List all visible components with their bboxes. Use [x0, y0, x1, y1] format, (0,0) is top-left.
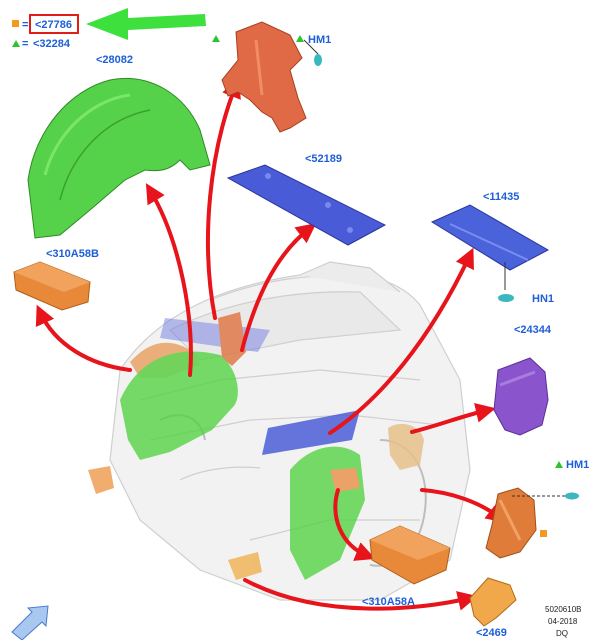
arrow-to-52189: [240, 223, 317, 352]
arrow-to-310A58B: [35, 304, 132, 372]
label-310A58B[interactable]: <310A58B: [46, 248, 99, 260]
legend-highlight-box: [29, 14, 79, 34]
legend-square-ref[interactable]: <27786: [35, 19, 72, 31]
installed-parts: [88, 312, 424, 580]
arrow-to-24344: [410, 402, 496, 434]
arrow-to-red-bracket: [205, 77, 241, 320]
diagram-code: 5020610B: [545, 605, 581, 614]
part-11435-reinforcement[interactable]: [430, 204, 550, 271]
green-pointer-arrow-icon: [86, 8, 206, 40]
label-11435[interactable]: <11435: [483, 191, 519, 203]
green-triangle-icon: [212, 35, 220, 42]
part-310A58B-pad[interactable]: [13, 261, 91, 311]
arrow-to-bracket-right: [420, 488, 507, 523]
label-52189[interactable]: <52189: [305, 153, 342, 165]
part-bracket-red[interactable]: [221, 21, 307, 133]
diagram-date: 04-2018: [548, 617, 578, 626]
diagram-author: DQ: [556, 629, 568, 638]
green-triangle-icon: [12, 40, 20, 47]
arrow-to-11435: [328, 247, 474, 435]
fastener-hm1-top: [303, 39, 322, 66]
label-hm1-top[interactable]: HM1: [308, 34, 331, 46]
green-triangle-icon: [296, 35, 304, 42]
fastener-hn1: [498, 262, 514, 302]
label-hm1-right[interactable]: HM1: [566, 459, 589, 471]
arrow-to-310A58A: [333, 488, 376, 561]
fastener-hm1-right: [512, 492, 579, 500]
part-28082-wheelhouse-liner[interactable]: [27, 78, 211, 239]
green-triangle-icon: [555, 461, 563, 468]
part-2469-bracket[interactable]: [469, 577, 517, 627]
label-2469[interactable]: <2469: [476, 627, 507, 639]
legend: = <27786 = <32284: [12, 14, 79, 50]
label-310A58A[interactable]: <310A58A: [362, 596, 415, 608]
part-52189-pad[interactable]: [226, 164, 387, 246]
label-24344[interactable]: <24344: [514, 324, 552, 336]
legend-triangle-ref[interactable]: <32284: [33, 38, 71, 50]
legend-square-eq: =: [22, 19, 28, 31]
orange-square-icon: [12, 20, 19, 27]
arrow-to-2469: [243, 578, 478, 611]
nav-arrow-icon[interactable]: [11, 605, 49, 640]
part-310A58A-pad[interactable]: [369, 525, 451, 585]
part-bracket-right[interactable]: [485, 487, 537, 559]
part-24344-bracket[interactable]: [493, 357, 549, 436]
arrow-to-28082: [145, 183, 193, 377]
orange-square-icon: [540, 530, 547, 537]
callout-arrows: [35, 77, 507, 611]
legend-triangle-eq: =: [22, 38, 28, 50]
label-28082[interactable]: <28082: [96, 54, 133, 66]
label-hn1[interactable]: HN1: [532, 293, 554, 305]
